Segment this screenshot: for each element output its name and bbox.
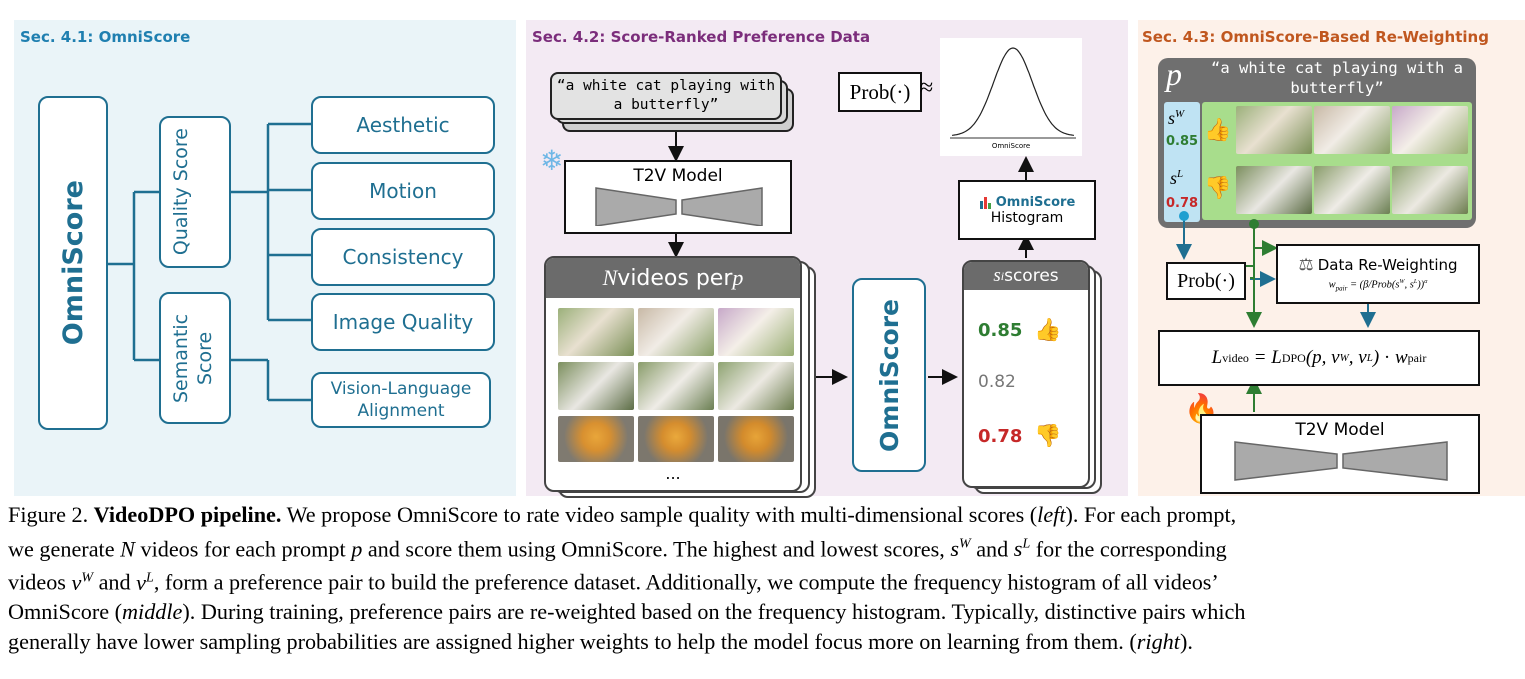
score-lowest: 0.78 [978, 426, 1023, 447]
leaf-consistency: Consistency [311, 228, 495, 286]
leaf-image-quality: Image Quality [311, 293, 495, 351]
data-reweighting-box: ⚖ Data Re-Weighting wpair = (β/Prob(sW, … [1276, 244, 1480, 304]
video-frame [718, 362, 794, 410]
pair-card: p “a white cat playing with a butterfly”… [1158, 56, 1476, 228]
winner-frame [1392, 106, 1468, 154]
prompt-symbol: p [1166, 56, 1182, 92]
omniscore-panel: Sec. 4.1: OmniScore OmniScore Quality Sc… [14, 20, 516, 496]
approx-sign: ≈ [920, 75, 934, 101]
t2v-model-trainable: T2V Model [1200, 414, 1480, 494]
sl-value: 0.78 [1166, 196, 1199, 211]
pair-prompt: “a white cat playing with a butterfly” [1211, 59, 1463, 97]
thumbs-up-icon: 👍 [1034, 318, 1062, 343]
more-videos-ellipsis: ... [665, 464, 681, 483]
winner-frame [1236, 106, 1312, 154]
thumbs-down-icon: 👎 [1204, 176, 1232, 201]
video-frame [638, 362, 714, 410]
model-hourglass-icon [1234, 441, 1448, 481]
loser-frame [1392, 166, 1468, 214]
preference-data-panel: Sec. 4.2: Score-Ranked Preference Data “… [526, 20, 1128, 498]
reweighting-panel: Sec. 4.3: OmniScore-Based Re-Weighting p… [1138, 20, 1525, 496]
quality-score-node: Quality Score [159, 116, 231, 268]
thumbs-down-icon: 👎 [1034, 424, 1062, 449]
omniscore-histogram-box: OmniScore Histogram [958, 180, 1096, 240]
panel-title: Sec. 4.1: OmniScore [20, 28, 191, 46]
tree-connectors [108, 122, 312, 402]
snowflake-icon: ❄ [540, 144, 564, 177]
hist-xlabel: OmniScore [991, 142, 1031, 150]
omniscore-root: OmniScore [38, 96, 108, 430]
video-frame [558, 416, 634, 462]
thumbs-up-icon: 👍 [1204, 118, 1232, 143]
balance-scale-icon: ⚖ [1298, 255, 1314, 276]
bar-chart-icon [979, 197, 991, 209]
video-frame [558, 362, 634, 410]
prob-function-box: Prob(·) [1166, 262, 1246, 300]
omniscore-evaluator: OmniScore [852, 278, 926, 472]
video-frame [718, 416, 794, 462]
leaf-vision-language-alignment: Vision-Language Alignment [311, 372, 491, 428]
videos-card: N videos per p ... [544, 256, 802, 492]
arrows [668, 132, 1034, 385]
videos-header: N videos per p [546, 258, 800, 298]
figure-caption: Figure 2. VideoDPO pipeline. We propose … [8, 502, 1246, 654]
leaf-aesthetic: Aesthetic [311, 96, 495, 154]
panel-title: Sec. 4.2: Score-Ranked Preference Data [532, 28, 871, 46]
model-hourglass-icon [595, 187, 763, 226]
bell-curve [950, 47, 1076, 139]
prob-function-box: Prob(·) [838, 72, 922, 112]
video-frame [718, 308, 794, 356]
score-column [1164, 102, 1200, 222]
sw-label: sW [1168, 108, 1185, 128]
video-frame [558, 308, 634, 356]
loser-frame [1236, 166, 1312, 214]
prompt-card: “a white cat playing with a butterfly” [550, 72, 782, 120]
video-frame [638, 308, 714, 356]
panel-title: Sec. 4.3: OmniScore-Based Re-Weighting [1142, 28, 1489, 46]
weight-formula: wpair = (β/Prob(sW, sL))α [1328, 279, 1428, 293]
t2v-model-frozen: T2V Model [564, 160, 792, 234]
sw-value: 0.85 [1166, 134, 1199, 149]
video-frame [638, 416, 714, 462]
reweight-connectors [1176, 211, 1376, 412]
loser-frame [1314, 166, 1390, 214]
sl-label: sL [1170, 168, 1184, 188]
winner-frame [1314, 106, 1390, 154]
score-middle: 0.82 [978, 372, 1016, 392]
semantic-score-node: Semantic Score [159, 292, 231, 424]
score-highest: 0.85 [978, 320, 1023, 341]
distribution-plot: OmniScore [940, 38, 1082, 156]
leaf-motion: Motion [311, 162, 495, 220]
